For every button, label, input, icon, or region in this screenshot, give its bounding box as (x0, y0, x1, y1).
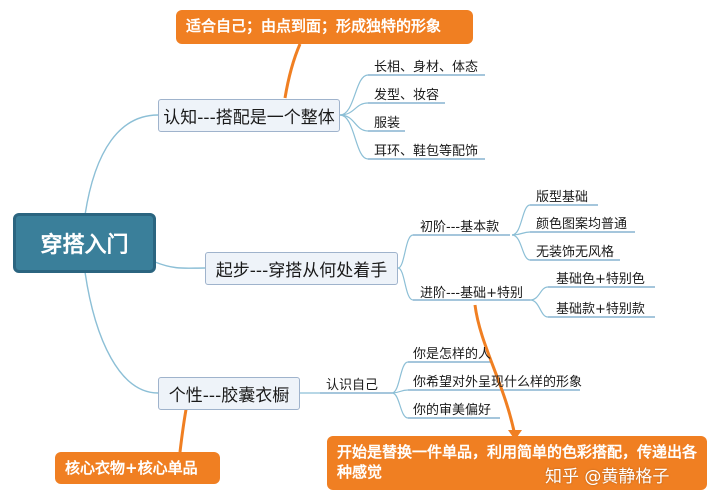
leaf-who-you-are[interactable]: 你是怎样的人 (413, 347, 492, 362)
sub-know-yourself[interactable]: 认识自己 (326, 378, 379, 393)
link-b2s2-leaf-1 (529, 286, 549, 301)
leaf-plain-pattern[interactable]: 颜色图案均普通 (536, 217, 628, 232)
branch-getting-started[interactable]: 起步---穿搭从何处着手 (205, 252, 398, 285)
leaf-desired-image[interactable]: 你希望对外呈现什么样的形象 (413, 375, 583, 390)
branch-personality-label: 个性---胶囊衣橱 (168, 386, 290, 406)
callout-bottom-arrowhead (508, 430, 522, 440)
branch-cognition[interactable]: 认知---搭配是一个整体 (158, 99, 340, 132)
link-root-branch-3 (84, 271, 159, 394)
callout-top[interactable]: 适合自己；由点到面；形成独特的形象 (176, 10, 473, 44)
root-label: 穿搭入门 (40, 233, 129, 258)
branch-personality[interactable]: 个性---胶囊衣橱 (158, 377, 300, 410)
link-b1-leaf-4 (339, 114, 369, 160)
link-b1-leaf-2 (339, 102, 369, 116)
link-root-branch-1 (84, 114, 159, 216)
link-b2s2-leaf-2 (529, 299, 549, 318)
callout-left[interactable]: 核心衣物+核心单品 (55, 452, 220, 484)
link-b1-leaf-1 (339, 74, 369, 116)
callout-bottom[interactable]: 开始是替换一件单品，利用简单的色彩搭配，传递出各种感觉 (327, 436, 707, 490)
link-root-branch-2 (154, 261, 206, 269)
sub-basic-level[interactable]: 初阶---基本款 (420, 220, 500, 235)
watermark: 知乎 @黄静格子 (545, 467, 670, 487)
link-b2s1-leaf-3 (511, 234, 531, 261)
leaf-hair-makeup[interactable]: 发型、妆容 (374, 88, 440, 103)
leaf-no-decoration[interactable]: 无装饰无风格 (536, 245, 615, 260)
link-b2-sub-1 (397, 234, 414, 269)
branch-cognition-label: 认知---搭配是一个整体 (163, 108, 335, 128)
leaf-basic-fit[interactable]: 版型基础 (536, 190, 589, 205)
leaf-accessories[interactable]: 耳环、鞋包等配饰 (374, 144, 479, 159)
root-node[interactable]: 穿搭入门 (13, 213, 156, 273)
callout-left-connector (178, 403, 189, 453)
link-b2-sub-2 (397, 267, 414, 301)
link-b1-leaf-3 (339, 114, 369, 132)
branch-getting-started-label: 起步---穿搭从何处着手 (215, 261, 388, 281)
sub-advanced-level[interactable]: 进阶---基础+特别 (420, 286, 523, 301)
leaf-basic-special-color[interactable]: 基础色+特别色 (556, 272, 645, 287)
link-b3s1-leaf-1 (391, 361, 409, 394)
leaf-basic-special-style[interactable]: 基础款+特别款 (556, 302, 645, 317)
callout-top-connector (283, 43, 302, 99)
leaf-clothing[interactable]: 服装 (374, 116, 401, 131)
leaf-appearance[interactable]: 长相、身材、体态 (374, 60, 479, 75)
link-b3s1-leaf-3 (391, 392, 409, 419)
callout-bottom-connector (473, 304, 517, 437)
link-b2s1-leaf-1 (511, 204, 531, 236)
leaf-aesthetic[interactable]: 你的审美偏好 (413, 403, 492, 418)
